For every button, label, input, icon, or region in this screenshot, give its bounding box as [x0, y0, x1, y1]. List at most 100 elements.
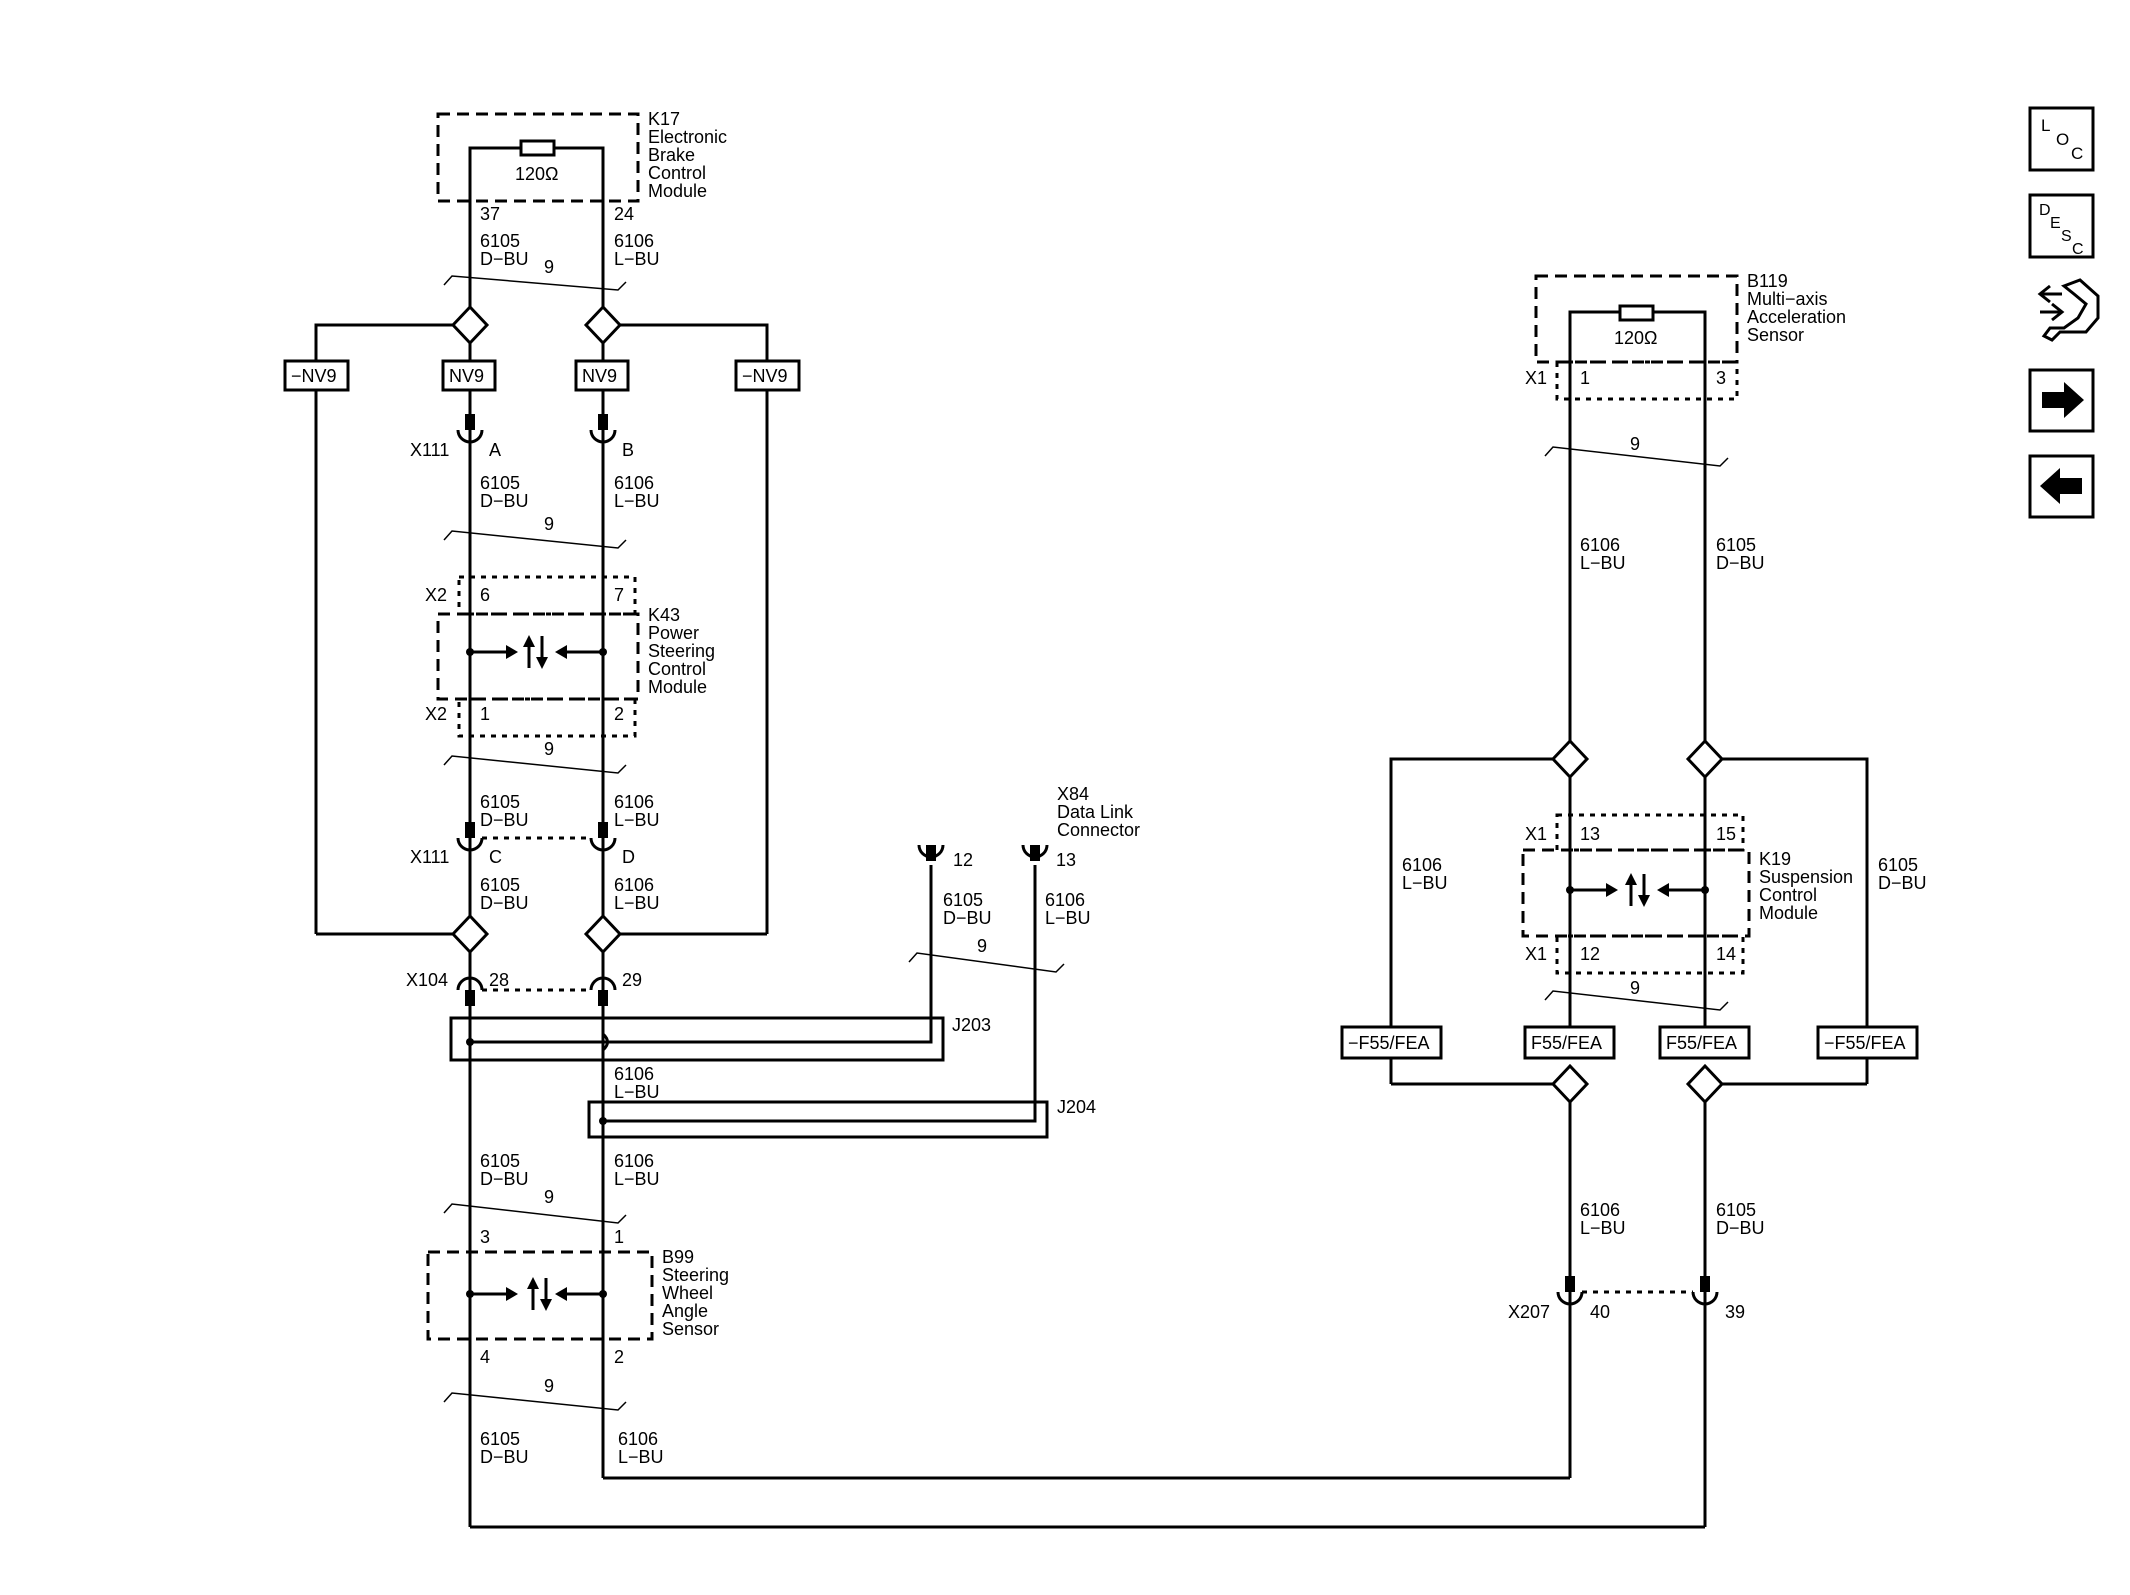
- data-class-marker: 9: [1544, 434, 1729, 467]
- data-class-marker: 9: [443, 1187, 627, 1224]
- loc-button[interactable]: L O C: [2028, 106, 2095, 172]
- x84-data-link-connector[interactable]: X84 Data Link Connector 12 13: [917, 784, 1140, 870]
- k43-pin-7: 7: [614, 585, 624, 605]
- x111-pin-b: B: [622, 440, 634, 460]
- wire-dbu-label: D−BU: [1716, 1218, 1765, 1238]
- f55-option-branch: −F55/FEA F55/FEA F55/FEA −F55/FEA: [1340, 738, 1919, 1105]
- wire-6105-label: 6105: [943, 890, 983, 910]
- x104-name: X104: [406, 970, 448, 990]
- f55-label-right: F55/FEA: [1666, 1033, 1737, 1053]
- wire-lbu-label: L−BU: [614, 1169, 660, 1189]
- k43-pin-6: 6: [480, 585, 490, 605]
- x207-connector[interactable]: X207 40 39: [1508, 1276, 1745, 1322]
- loc-icon: [2028, 106, 2095, 172]
- j204-splice-pack[interactable]: J204: [587, 865, 1096, 1139]
- wire-6106-label: 6106: [1580, 535, 1620, 555]
- wire-dbu-label: D−BU: [480, 810, 529, 830]
- desc-button[interactable]: D E S C: [2028, 193, 2095, 259]
- desc-letter-d: D: [2039, 202, 2051, 219]
- bidirectional-comm-icon: [523, 635, 548, 669]
- data-class-label: 9: [544, 257, 554, 277]
- desc-icon: [2028, 193, 2095, 259]
- x84-label-0: X84: [1057, 784, 1089, 804]
- not-f55-label-left: −F55/FEA: [1348, 1033, 1430, 1053]
- x207-pin-39: 39: [1725, 1302, 1745, 1322]
- wire-6105-label: 6105: [480, 792, 520, 812]
- x111-connector-top[interactable]: X111 A B: [410, 414, 634, 460]
- k43-label-0: K43: [648, 605, 680, 625]
- b119-label-3: Sensor: [1747, 325, 1804, 345]
- bidirectional-comm-icon: [527, 1277, 552, 1311]
- k17-electronic-brake-control-module[interactable]: 120Ω K17 Electronic Brake Control Module…: [436, 109, 727, 224]
- b119-pin-3: 3: [1716, 368, 1726, 388]
- k19-connector-bottom: X1: [1525, 944, 1547, 964]
- not-nv9-label-left: −NV9: [291, 366, 337, 386]
- wire-lbu-label: L−BU: [1580, 553, 1626, 573]
- b119-pin-1: 1: [1580, 368, 1590, 388]
- k19-label-3: Module: [1759, 903, 1818, 923]
- desc-letter-s: S: [2061, 228, 2072, 245]
- b119-connector: X1: [1525, 368, 1547, 388]
- wire-6106-label: 6106: [614, 875, 654, 895]
- wire-lbu-label: L−BU: [614, 810, 660, 830]
- previous-button[interactable]: [2028, 454, 2095, 519]
- k19-label-0: K19: [1759, 849, 1791, 869]
- k17-label-1: Electronic: [648, 127, 727, 147]
- b99-pin-1: 1: [614, 1227, 624, 1247]
- wire-dbu-label: D−BU: [1878, 873, 1927, 893]
- data-class-marker: 9: [443, 739, 627, 774]
- x104-pin-29: 29: [622, 970, 642, 990]
- k17-label-2: Brake: [648, 145, 695, 165]
- k17-label-3: Control: [648, 163, 706, 183]
- wire-dbu-label: D−BU: [480, 1447, 529, 1467]
- data-class-label: 9: [544, 1187, 554, 1207]
- wire-6106-label: 6106: [614, 1151, 654, 1171]
- wire-6105-label: 6105: [480, 1151, 520, 1171]
- x111-pin-c: C: [489, 847, 502, 867]
- connector-tool-icon: [2037, 278, 2100, 342]
- wire-dbu-label: D−BU: [943, 908, 992, 928]
- connector-tool-button[interactable]: [2037, 278, 2100, 342]
- wire-dbu-label: D−BU: [1716, 553, 1765, 573]
- k19-pin-14: 14: [1716, 944, 1736, 964]
- data-class-marker: 9: [908, 936, 1065, 973]
- wire-6106-label: 6106: [1580, 1200, 1620, 1220]
- wire-6105-label: 6105: [1878, 855, 1918, 875]
- k17-label-0: K17: [648, 109, 680, 129]
- k43-power-steering-control-module[interactable]: X2 6 7 X2 1 2 K43 Power Steering Control…: [425, 575, 715, 738]
- wire-lbu-label: L−BU: [614, 491, 660, 511]
- left-trunk-wires: [468, 212, 1705, 1529]
- k43-label-2: Steering: [648, 641, 715, 661]
- wire-6106-label: 6106: [618, 1429, 658, 1449]
- j203-splice-pack[interactable]: J203: [449, 865, 991, 1062]
- next-button[interactable]: [2028, 368, 2095, 433]
- data-class-label: 9: [544, 514, 554, 534]
- wire-6106-label: 6106: [614, 473, 654, 493]
- loc-letter-l: L: [2041, 116, 2050, 135]
- wire-dbu-label: D−BU: [480, 491, 529, 511]
- data-class-marker: 9: [443, 514, 627, 549]
- b119-multi-axis-acceleration-sensor[interactable]: 120Ω B119 Multi−axis Acceleration Sensor…: [1525, 271, 1846, 401]
- b99-steering-wheel-angle-sensor[interactable]: 3 1 4 2 B99 Steering Wheel Angle Sensor: [426, 1227, 729, 1367]
- k19-pin-15: 15: [1716, 824, 1736, 844]
- x111-pin-a: A: [489, 440, 501, 460]
- data-class-label: 9: [1630, 434, 1640, 454]
- k43-pin-1: 1: [480, 704, 490, 724]
- x104-connector[interactable]: X104 28 29: [406, 970, 642, 1006]
- k19-suspension-control-module[interactable]: X1 13 15 X1 12 14 K19 Suspension Control…: [1521, 813, 1853, 975]
- not-nv9-label-right: −NV9: [742, 366, 788, 386]
- j203-label: J203: [952, 1015, 991, 1035]
- nv9-label-left: NV9: [449, 366, 484, 386]
- k43-label-1: Power: [648, 623, 699, 643]
- wire-lbu-label: L−BU: [614, 893, 660, 913]
- x111-bottom-name: X111: [410, 847, 449, 867]
- wire-6105-label: 6105: [480, 473, 520, 493]
- b99-label-4: Sensor: [662, 1319, 719, 1339]
- x111-connector-bottom[interactable]: X111 C D: [410, 822, 635, 867]
- wire-6106-label: 6106: [614, 231, 654, 251]
- next-arrow-icon: [2042, 382, 2084, 418]
- wire-dbu-label: D−BU: [480, 1169, 529, 1189]
- k43-label-4: Module: [648, 677, 707, 697]
- wire-6105-label: 6105: [480, 875, 520, 895]
